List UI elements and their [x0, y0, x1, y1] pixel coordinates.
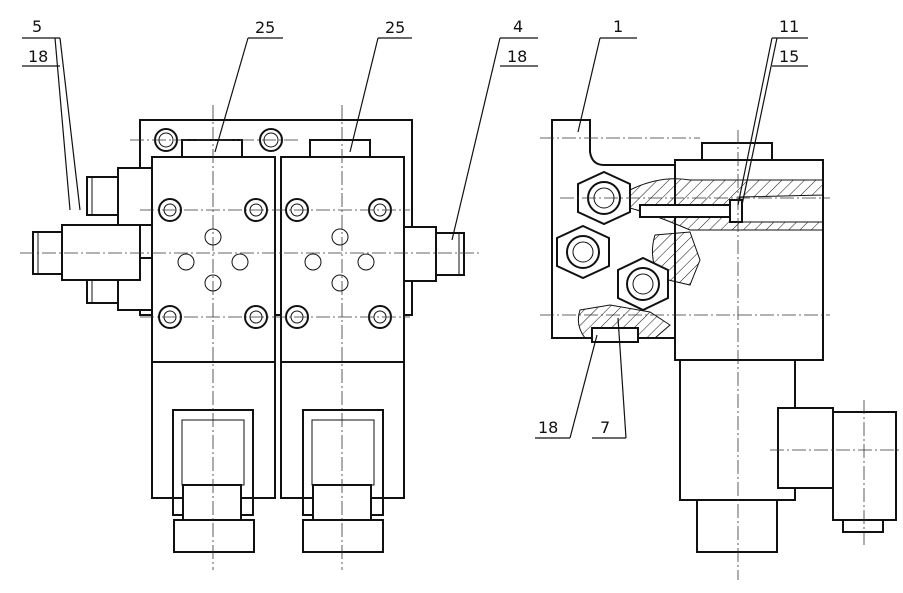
label-5: 5	[32, 17, 42, 36]
valve-body-b	[280, 156, 405, 363]
callouts: 5 18 25 25 4 18 1 11 15 18 7	[22, 17, 808, 439]
mounting-hole-right	[259, 128, 283, 152]
label-15: 15	[779, 47, 799, 66]
left-fittings	[32, 167, 153, 311]
label-11: 11	[779, 17, 799, 36]
valve-body-a	[151, 156, 276, 363]
front-view	[20, 105, 480, 570]
solenoid-b	[280, 361, 405, 499]
label-4: 4	[513, 17, 523, 36]
side-nut	[696, 499, 778, 553]
hex-nut-right	[617, 256, 669, 312]
valve-cap-a	[181, 139, 243, 158]
solenoid-b-nut	[302, 519, 384, 553]
side-view	[540, 119, 900, 580]
side-connector	[777, 407, 834, 489]
side-connector-gland	[842, 519, 884, 533]
valve-block-cap	[701, 142, 773, 161]
label-25-a: 25	[255, 18, 275, 37]
side-connector-box	[832, 411, 897, 521]
label-7: 7	[600, 418, 610, 437]
label-1: 1	[613, 17, 623, 36]
label-25-b: 25	[385, 18, 405, 37]
solenoid-a	[151, 361, 276, 499]
pin-head	[729, 199, 743, 223]
plug	[591, 327, 639, 343]
solenoid-a-nut	[173, 519, 255, 553]
label-18-plug: 18	[538, 418, 558, 437]
right-fitting	[403, 226, 465, 282]
solenoid-a-cap	[182, 484, 242, 521]
valve-cap-b	[309, 139, 371, 158]
label-18-right: 18	[507, 47, 527, 66]
hex-nut-left	[556, 224, 610, 280]
pin	[639, 204, 736, 218]
label-18-left: 18	[28, 47, 48, 66]
